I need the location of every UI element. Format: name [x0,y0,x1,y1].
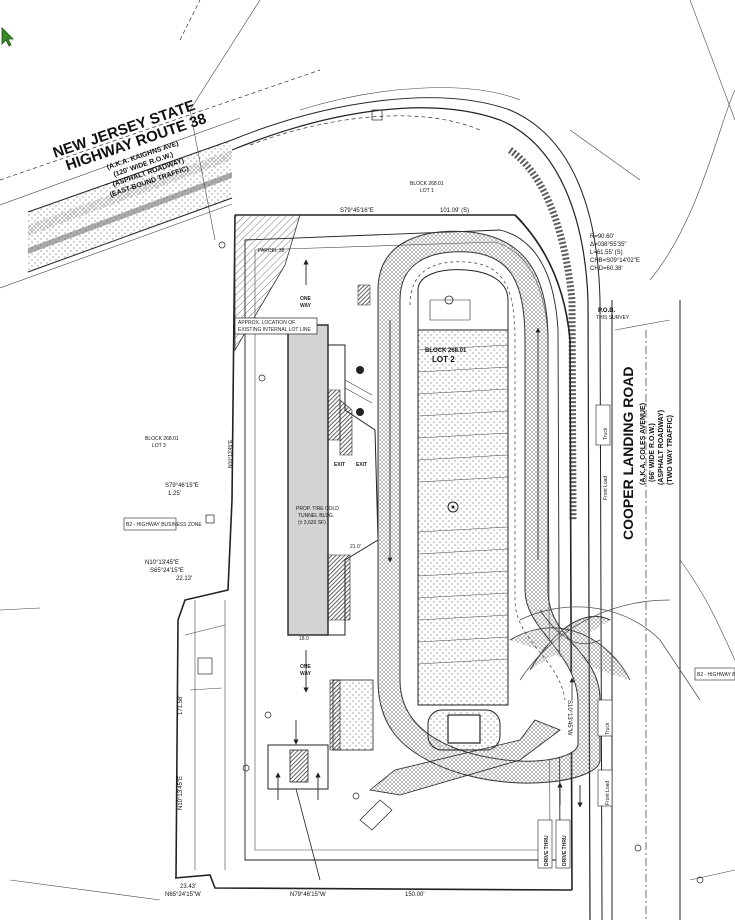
highway-route-38 [0,69,321,289]
bearing-s65: S65°24'15"E [150,568,184,574]
main-block-label: BLOCK 268.01 [425,348,467,354]
truck-label-2: Truck [605,722,611,735]
parcel-label: PARCEL 38 [258,248,285,254]
this-survey-label: THIS SURVEY [596,315,630,321]
bearing-west-upper: N10°13'45"E [228,439,234,468]
pay-station-area [267,720,329,881]
building-label-line3: (± 3,620 SF) [298,520,326,526]
cooper-surface: (ASPHALT ROADWAY) [658,410,665,485]
bearing-n1: N10°13'45"E [145,560,179,566]
exit-lane [369,719,561,796]
bearing-mid: S79°46'15"E [165,483,199,489]
svg-text:18.0: 18.0 [299,636,309,642]
top-block-label: BLOCK 268.01 [410,181,444,187]
front-load-label-1: Front Load [603,476,609,500]
svg-text:L=61.55' (S): L=61.55' (S) [590,250,623,256]
west-lot-label: LOT 3 [152,443,166,449]
cooper-traffic: (TWO WAY TRAFFIC) [667,415,674,485]
bearing-bottom-dist: 150.00' [405,892,425,898]
exit-label-1: EXIT [334,462,345,468]
bearing-top-dist: 101.09' (S) [440,208,469,214]
bearing-mid-dist: 1.25' [168,491,181,497]
main-lot-label: LOT 2 [432,355,455,364]
zone-label-east: B2 - HIGHWAY BUSINESS ZONE [697,672,735,678]
one-way-label-top: ONE [300,296,312,302]
svg-text:Δ=038°55'35": Δ=038°55'35" [590,242,627,248]
top-lot-label: LOT 1 [420,188,434,194]
bearing-east-vertical: S10°13'45"W [566,700,572,736]
building-label-line2: TUNNEL BLDG. [298,513,334,519]
pob-label: P.O.B. [598,308,616,314]
internal-curb [244,229,561,861]
lower-west-lot [184,600,226,870]
truck-label-1: Truck [603,427,609,440]
drive-thru-lanes [537,782,583,869]
drive-thru-label-2: DRIVE THRU [562,835,568,866]
svg-text:R=90.60': R=90.60' [590,234,614,240]
exit-label-2: EXIT [356,462,367,468]
bearing-n65-dist: 23.43' [180,884,196,890]
west-block-label: BLOCK 268.01 [145,436,179,442]
approx-lot-line-label-2: EXISTING INTERNAL LOT LINE [238,327,311,333]
building-label-line1: PROP. TIRE COLD [296,506,339,512]
bearing-s65-dist: 22.13' [176,576,192,582]
property-boundary [174,214,573,891]
svg-text:21.0': 21.0' [350,544,361,550]
drive-thru-label-1: DRIVE THRU [544,835,550,866]
bearing-n65: N65°24'15"W [165,892,201,898]
truck-turning-paths [509,404,701,807]
svg-text:CHB=S09°14'02"E: CHB=S09°14'02"E [590,258,640,264]
bearing-bottom: N79°46'15"W [290,892,326,898]
cooper-road-name: COOPER LANDING ROAD [620,367,636,540]
cooper-width: (66' WIDE R.O.W.) [649,423,656,482]
bearing-west-dist: 171.58' [178,696,184,716]
curve-data: R=90.60' Δ=038°55'35" L=61.55' (S) CHB=S… [590,234,640,272]
tunnel-building: 18.0 18.0 21.0' [287,318,379,642]
mouse-cursor-icon [1,27,14,47]
cooper-landing-road [611,0,735,920]
utility-symbols [0,0,735,901]
cooper-aka: (A.K.A. COLES AVENUE) [640,403,647,485]
inner-parking-island [417,269,509,751]
bearing-west-vertical: N10°13'45"E [178,776,184,810]
approx-lot-line-label: APPROX. LOCATION OF [238,320,295,326]
vacuum-stations [344,366,373,416]
zone-label-west: B2 - HIGHWAY BUSINESS ZONE [126,522,202,528]
front-load-label-2: Front Load [605,781,611,805]
svg-text:CHD=60.38': CHD=60.38' [590,266,623,272]
one-way-label-top-2: WAY [300,303,312,309]
bearing-top: S79°45'16"E [340,208,374,214]
road-curve [179,0,603,920]
